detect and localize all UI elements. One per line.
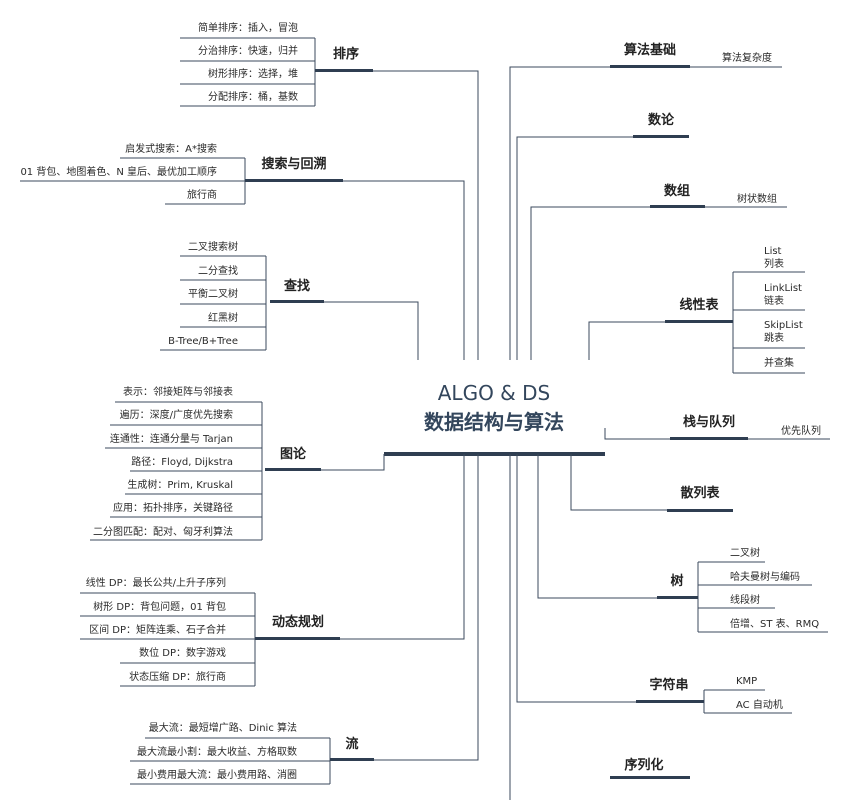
flow-underline [330, 758, 374, 761]
lookup-item: B-Tree/B+Tree [168, 336, 238, 347]
linear-item-line2: 列表 [764, 257, 784, 270]
linear-underline [665, 320, 733, 323]
center-underline [384, 452, 605, 456]
dp-underline [255, 637, 340, 640]
sorting-item: 分配排序：桶，基数 [208, 90, 298, 103]
dp-item: 数位 DP：数字游戏 [139, 646, 226, 659]
lookup-label: 查找 [283, 278, 310, 294]
number-theory-label: 数论 [648, 112, 675, 128]
search-item: 01 背包、地图着色、N 皇后、最优加工顺序 [20, 165, 217, 178]
array-label: 数组 [664, 183, 690, 199]
graph-label: 图论 [280, 446, 307, 462]
string-item: KMP [736, 676, 757, 687]
graph-item: 应用：拓扑排序，关键路径 [113, 501, 233, 514]
string-underline [636, 700, 704, 703]
tree-item: 倍增、ST 表、RMQ [730, 617, 819, 630]
hash-label: 散列表 [680, 485, 720, 501]
dp-item: 线性 DP：最长公共/上升子序列 [86, 576, 226, 589]
topic-lookup[interactable]: 二叉搜索树 二分查找 平衡二叉树 红黑树 B-Tree/B+Tree 查找 [160, 240, 324, 351]
string-item: AC 自动机 [736, 698, 783, 711]
center-title-zh: 数据结构与算法 [424, 410, 564, 434]
topic-sorting[interactable]: 简单排序：插入，冒泡 分治排序：快速，归并 树形排序：选择，堆 分配排序：桶，基… [180, 21, 373, 107]
topic-algo-basics[interactable]: 算法复杂度 算法基础 [610, 42, 782, 68]
string-label: 字符串 [649, 677, 688, 693]
lookup-item: 红黑树 [208, 311, 238, 324]
tree-item: 线段树 [730, 593, 760, 606]
topic-hash-table[interactable]: 散列表 [667, 485, 733, 512]
search-underline [245, 179, 343, 182]
sorting-item: 简单排序：插入，冒泡 [198, 21, 298, 34]
topic-serialization[interactable]: 序列化 [610, 757, 690, 779]
center-connectors [245, 66, 670, 800]
topic-graph[interactable]: 表示：邻接矩阵与邻接表 遍历：深度/广度优先搜索 连通性：连通分量与 Tarja… [90, 385, 321, 541]
linear-item-line2: 链表 [764, 294, 784, 307]
sorting-underline [315, 69, 373, 72]
lookup-item: 二分查找 [198, 264, 238, 277]
linear-item-line1: LinkList [764, 283, 802, 294]
center-title-en: ALGO & DS [438, 381, 550, 405]
linear-item-line2: 跳表 [764, 331, 784, 344]
dp-item: 状态压缩 DP：旅行商 [129, 670, 226, 683]
graph-item: 二分图匹配：配对、匈牙利算法 [93, 525, 233, 538]
topic-number-theory[interactable]: 数论 [633, 112, 689, 138]
algo-basics-label: 算法基础 [624, 42, 676, 58]
search-item: 启发式搜索：A*搜索 [125, 142, 217, 155]
serialization-underline [610, 776, 690, 779]
array-item: 树状数组 [737, 192, 777, 205]
linear-label: 线性表 [679, 297, 719, 313]
array-underline [650, 205, 705, 208]
lookup-item: 二叉搜索树 [188, 240, 238, 253]
topic-flow[interactable]: 最大流：最短增广路、Dinic 算法 最大流最小割：最大收益、方格取数 最小费用… [130, 721, 374, 785]
topic-linear-list[interactable]: List 列表 LinkList 链表 SkipList 跳表 并查集 线性表 [665, 246, 805, 374]
topic-dp[interactable]: 线性 DP：最长公共/上升子序列 树形 DP：背包问题，01 背包 区间 DP：… [80, 576, 340, 687]
flow-item: 最大流：最短增广路、Dinic 算法 [149, 721, 297, 734]
topic-search-backtrack[interactable]: 启发式搜索：A*搜索 01 背包、地图着色、N 皇后、最优加工顺序 旅行商 搜索… [20, 142, 343, 205]
graph-item: 生成树：Prim, Kruskal [127, 478, 233, 491]
flow-label: 流 [345, 736, 358, 752]
graph-item: 遍历：深度/广度优先搜索 [120, 408, 233, 421]
lookup-item: 平衡二叉树 [188, 287, 238, 300]
linear-item-line1: List [764, 246, 782, 257]
tree-item: 二叉树 [730, 546, 760, 559]
stack-queue-underline [670, 437, 748, 440]
stack-queue-label: 栈与队列 [683, 414, 735, 430]
search-item: 旅行商 [187, 188, 217, 201]
sorting-label: 排序 [333, 46, 359, 62]
topic-string[interactable]: KMP AC 自动机 字符串 [636, 676, 792, 714]
graph-underline [265, 468, 321, 471]
stack-queue-item: 优先队列 [781, 424, 821, 437]
graph-item: 连通性：连通分量与 Tarjan [110, 432, 233, 445]
topic-stack-queue[interactable]: 优先队列 栈与队列 [670, 414, 830, 440]
sorting-item: 分治排序：快速，归并 [198, 44, 298, 57]
sorting-item: 树形排序：选择，堆 [208, 67, 298, 80]
algo-basics-item: 算法复杂度 [722, 51, 772, 64]
graph-item: 表示：邻接矩阵与邻接表 [123, 385, 233, 398]
center-node[interactable]: ALGO & DS 数据结构与算法 [384, 381, 605, 456]
number-theory-underline [633, 135, 689, 138]
tree-label: 树 [670, 573, 683, 589]
linear-item-line1: 并查集 [764, 356, 794, 369]
algo-basics-underline [610, 65, 690, 68]
tree-underline [657, 596, 698, 599]
lookup-underline [270, 300, 324, 303]
dp-label: 动态规划 [272, 614, 324, 630]
dp-item: 树形 DP：背包问题，01 背包 [93, 600, 226, 613]
topic-tree[interactable]: 二叉树 哈夫曼树与编码 线段树 倍增、ST 表、RMQ 树 [657, 546, 828, 633]
search-label: 搜索与回溯 [261, 156, 326, 172]
tree-item: 哈夫曼树与编码 [730, 570, 800, 583]
graph-item: 路径：Floyd, Dijkstra [131, 455, 233, 468]
flow-item: 最小费用最大流：最小费用路、消圈 [137, 768, 297, 781]
serialization-label: 序列化 [624, 757, 663, 773]
topic-array[interactable]: 树状数组 数组 [650, 183, 787, 208]
linear-item-line1: SkipList [764, 320, 803, 331]
flow-item: 最大流最小割：最大收益、方格取数 [137, 745, 297, 758]
hash-underline [667, 509, 733, 512]
dp-item: 区间 DP：矩阵连乘、石子合并 [89, 623, 226, 636]
